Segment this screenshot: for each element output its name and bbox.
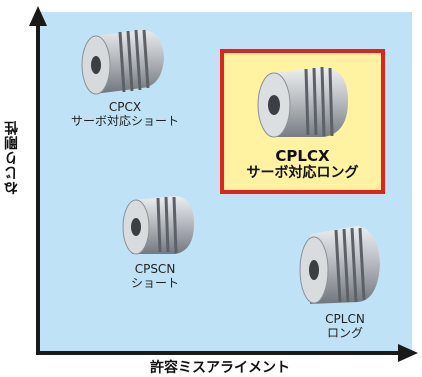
cpscn-type: ショート [130, 276, 179, 290]
cplcn-type: ロング [326, 326, 363, 340]
cpscn-coupling-image [122, 196, 194, 255]
cplcx-highlight-box: CPLCX サーボ対応ロング [220, 49, 385, 194]
cplcx-label: CPLCX サーボ対応ロング [224, 148, 381, 182]
cplcx-model: CPLCX [275, 147, 330, 165]
cplcx-type: サーボ対応ロング [246, 165, 359, 181]
cplcn-model: CPLCN [325, 312, 365, 326]
x-axis-title: 許容ミスアライメント [150, 360, 290, 376]
y-axis-title: ねじり剛性 [4, 120, 20, 195]
y-axis-arrow-icon [29, 6, 47, 26]
cpcx-type: サーボ対応ショート [70, 114, 179, 128]
cpscn-label: CPSCN ショート [110, 262, 200, 290]
cplcn-label: CPLCN ロング [300, 312, 390, 340]
cpcx-model: CPCX [108, 100, 142, 114]
cplcn-coupling-image [299, 226, 380, 304]
cpscn-model: CPSCN [134, 262, 176, 276]
cplcx-coupling-image [257, 66, 348, 138]
cpcx-coupling-image [81, 29, 164, 95]
cpcx-label: CPCX サーボ対応ショート [50, 100, 200, 128]
x-axis-arrow-icon [398, 344, 418, 362]
